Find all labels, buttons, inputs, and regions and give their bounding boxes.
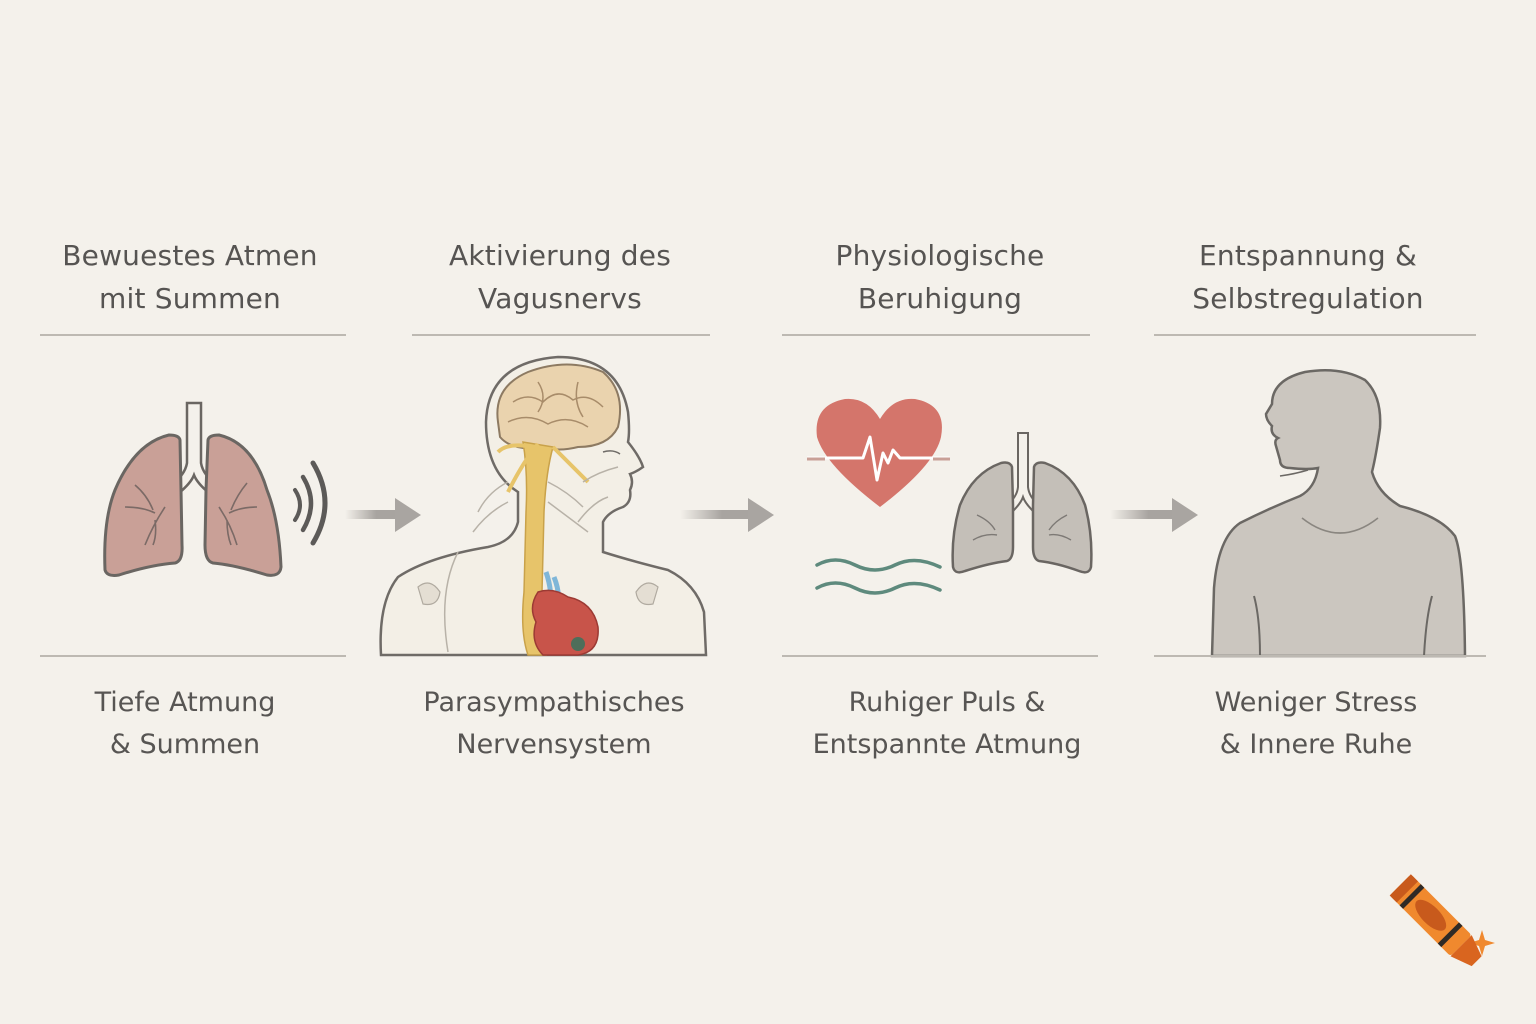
calm-person-silhouette-icon [1210, 369, 1467, 658]
lungs-humming-icon [103, 401, 328, 577]
step-2-top-divider [412, 334, 710, 336]
step-3-bottom-divider [782, 655, 1098, 657]
step-4-top-divider [1154, 334, 1476, 336]
step-2-caption: Parasympathisches Nervensystem [423, 687, 685, 760]
vagus-nerve-anatomy-icon [379, 355, 708, 657]
step-3-title: Physiologische Beruhigung [835, 239, 1045, 315]
heart-pulse-lungs-icon [807, 398, 1093, 595]
step-4-bottom-divider [1154, 655, 1486, 657]
step-1-bottom-divider [40, 655, 346, 657]
arrow-right-icon [345, 498, 421, 532]
step-2-title: Aktivierung des Vagusnervs [449, 239, 671, 315]
step-1-title: Bewuestes Atmen mit Summen [62, 239, 318, 315]
step-4-caption: Weniger Stress & Innere Ruhe [1214, 687, 1418, 760]
step-1-top-divider [40, 334, 346, 336]
arrow-right-icon [1110, 498, 1198, 532]
step-1-caption: Tiefe Atmung & Summen [94, 687, 276, 760]
step-3-caption: Ruhiger Puls & Entspannte Atmung [812, 687, 1082, 760]
step-3-top-divider [782, 334, 1090, 336]
crayon-sparkle-icon [1389, 874, 1495, 967]
arrow-right-icon [680, 498, 774, 532]
step-4-title: Entspannung & Selbstregulation [1192, 239, 1424, 315]
